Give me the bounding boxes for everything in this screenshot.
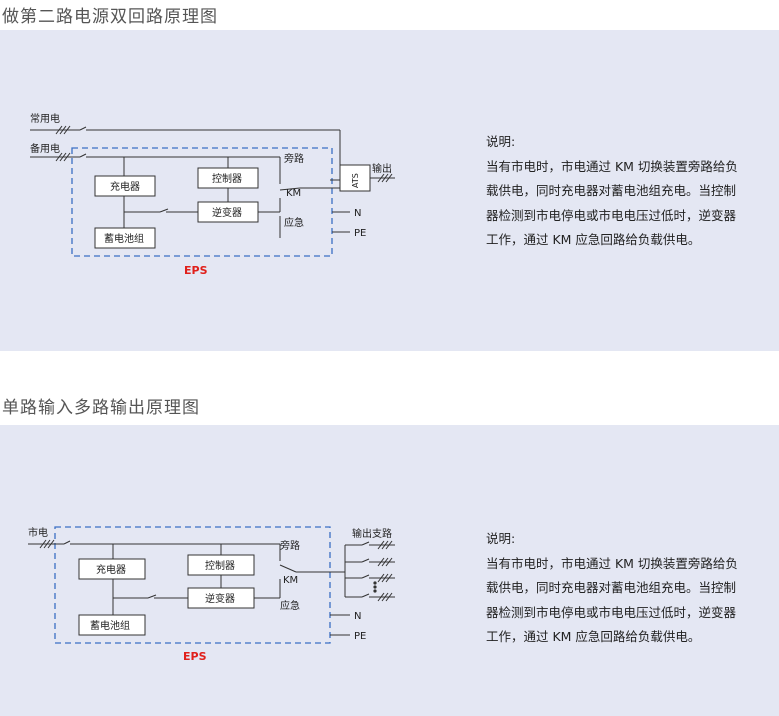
label-charger: 充电器 xyxy=(110,180,140,193)
label-mains: 市电 xyxy=(28,526,48,539)
battery-box xyxy=(94,227,156,249)
ats-box xyxy=(339,164,371,192)
label-mains: 常用电 xyxy=(30,112,60,125)
label-eps: EPS xyxy=(184,264,208,277)
section2-diagram: 市电 充电器 控制器 逆变器 蓄电池组 旁路 KM 应急 N PE 输出支路 E… xyxy=(28,526,395,663)
label-controller: 控制器 xyxy=(205,559,235,572)
description-line: 载供电，同时充电器对蓄电池组充电。当控制 xyxy=(486,183,737,198)
label-controller: 控制器 xyxy=(212,172,242,185)
charger-box xyxy=(78,558,146,580)
label-km: KM xyxy=(286,188,301,199)
label-pe: PE xyxy=(354,631,366,642)
section1-diagram: 常用电 备用电 充电器 控制器 逆变器 蓄电池组 旁路 KM 应急 N PE 输… xyxy=(30,112,395,277)
label-emergency: 应急 xyxy=(284,216,304,229)
description-line: 器检测到市电停电或市电电压过低时，逆变器 xyxy=(486,604,737,620)
label-backup: 备用电 xyxy=(30,142,60,155)
label-pe: PE xyxy=(354,228,366,239)
label-km: KM xyxy=(283,575,298,586)
label-battery: 蓄电池组 xyxy=(104,232,144,245)
section1-panel: 常用电 备用电 充电器 控制器 逆变器 蓄电池组 旁路 KM 应急 N PE 输… xyxy=(0,30,779,351)
description-line: 工作，通过 KM 应急回路给负载供电。 xyxy=(486,629,701,644)
description-line: 器检测到市电停电或市电电压过低时，逆变器 xyxy=(486,207,737,223)
label-n: N xyxy=(354,611,361,622)
section2-title: 单路输入多路输出原理图 xyxy=(2,398,200,418)
description-heading: 说明: xyxy=(486,531,516,546)
label-output: 输出 xyxy=(372,162,392,175)
label-inverter: 逆变器 xyxy=(205,592,235,605)
label-bypass: 旁路 xyxy=(280,539,300,552)
section1-title: 做第二路电源双回路原理图 xyxy=(2,7,218,27)
eps-boundary xyxy=(54,526,331,644)
section1-description: 说明: 当有市电时，市电通过 KM 切换装置旁路给负 载供电，同时充电器对蓄电池… xyxy=(486,130,766,253)
section2-description: 说明: 当有市电时，市电通过 KM 切换装置旁路给负 载供电，同时充电器对蓄电池… xyxy=(486,527,766,650)
eps-boundary xyxy=(71,147,333,257)
label-output-branches: 输出支路 xyxy=(352,527,392,540)
label-battery: 蓄电池组 xyxy=(90,619,130,632)
label-n: N xyxy=(354,208,361,219)
description-line: 当有市电时，市电通过 KM 切换装置旁路给负 xyxy=(486,158,738,174)
description-line: 工作，通过 KM 应急回路给负载供电。 xyxy=(486,232,701,247)
charger-box xyxy=(94,175,156,197)
label-eps: EPS xyxy=(183,650,207,663)
description-heading: 说明: xyxy=(486,134,516,149)
label-emergency: 应急 xyxy=(280,599,300,612)
label-charger: 充电器 xyxy=(96,563,126,576)
section2-panel: 市电 充电器 控制器 逆变器 蓄电池组 旁路 KM 应急 N PE 输出支路 E… xyxy=(0,425,779,716)
label-ats: ATS xyxy=(351,173,360,188)
label-inverter: 逆变器 xyxy=(212,206,242,219)
description-line: 当有市电时，市电通过 KM 切换装置旁路给负 xyxy=(486,555,738,571)
label-bypass: 旁路 xyxy=(284,152,304,165)
description-line: 载供电，同时充电器对蓄电池组充电。当控制 xyxy=(486,580,737,595)
battery-box xyxy=(78,614,146,636)
